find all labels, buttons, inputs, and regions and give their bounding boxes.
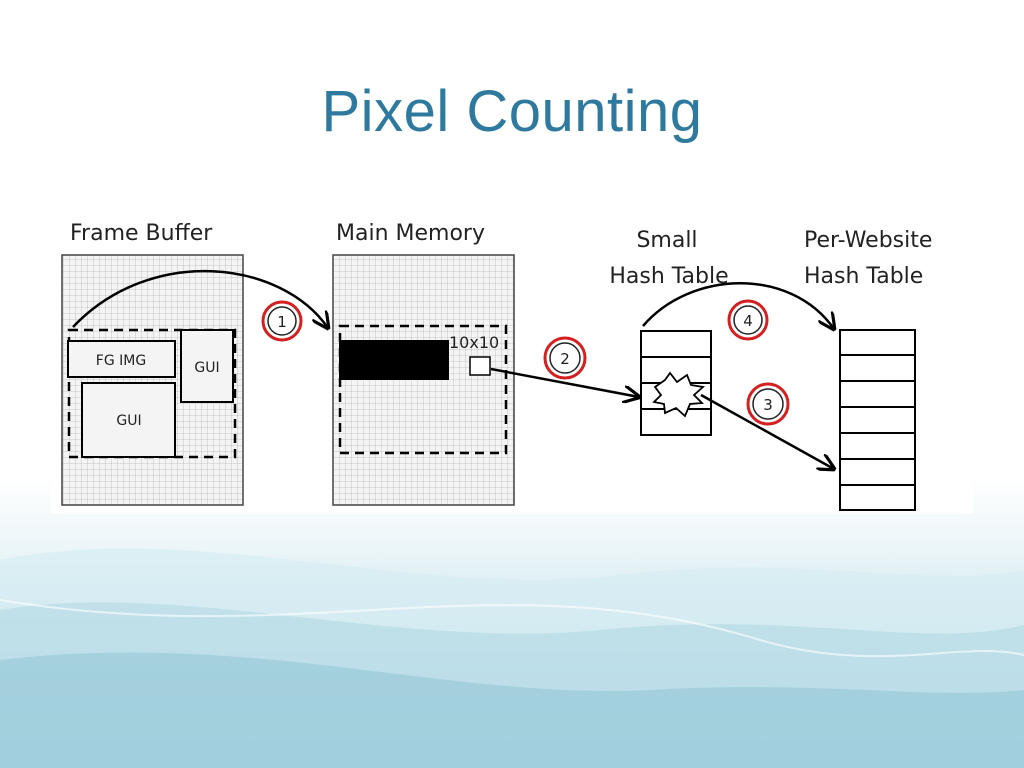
per-website-label-line2: Hash Table	[804, 264, 923, 289]
step-1-label: 1	[277, 313, 287, 331]
gui-label-right: GUI	[194, 360, 219, 376]
pixel-counting-diagram: Frame Buffer FG IMG GUI GUI Main Memory …	[51, 205, 973, 514]
collision-burst-icon	[652, 371, 706, 418]
step-4-marker: 4	[727, 299, 769, 341]
gui-box-bottom	[81, 382, 176, 458]
step-1-marker: 1	[261, 300, 303, 342]
step-2-label: 2	[560, 350, 570, 368]
sample-block	[469, 356, 491, 376]
step-2-marker: 2	[543, 336, 587, 380]
fg-img-label: FG IMG	[96, 353, 146, 369]
gui-box-right	[180, 329, 234, 403]
step-4-label: 4	[743, 312, 753, 330]
arrow-step-2	[490, 367, 639, 397]
step-3-label: 3	[763, 396, 773, 414]
per-website-label-line1: Per-Website	[804, 228, 932, 253]
small-hash-label-line2: Hash Table	[609, 264, 728, 289]
per-website-hash-table	[839, 329, 916, 511]
gui-label-bottom: GUI	[116, 413, 141, 429]
fg-img-box	[67, 340, 176, 378]
slide-title: Pixel Counting	[321, 79, 703, 144]
small-hash-label-line1: Small	[636, 228, 697, 253]
main-memory-label: Main Memory	[336, 221, 485, 246]
block-size-label: 10x10	[449, 333, 499, 352]
blacked-out-region	[339, 340, 449, 380]
arrow-step-3	[700, 393, 834, 469]
step-3-marker: 3	[746, 382, 790, 426]
frame-buffer-label: Frame Buffer	[70, 221, 213, 246]
arrow-step-1	[72, 269, 328, 328]
main-memory-region	[338, 324, 508, 455]
arrow-step-4	[642, 282, 834, 329]
